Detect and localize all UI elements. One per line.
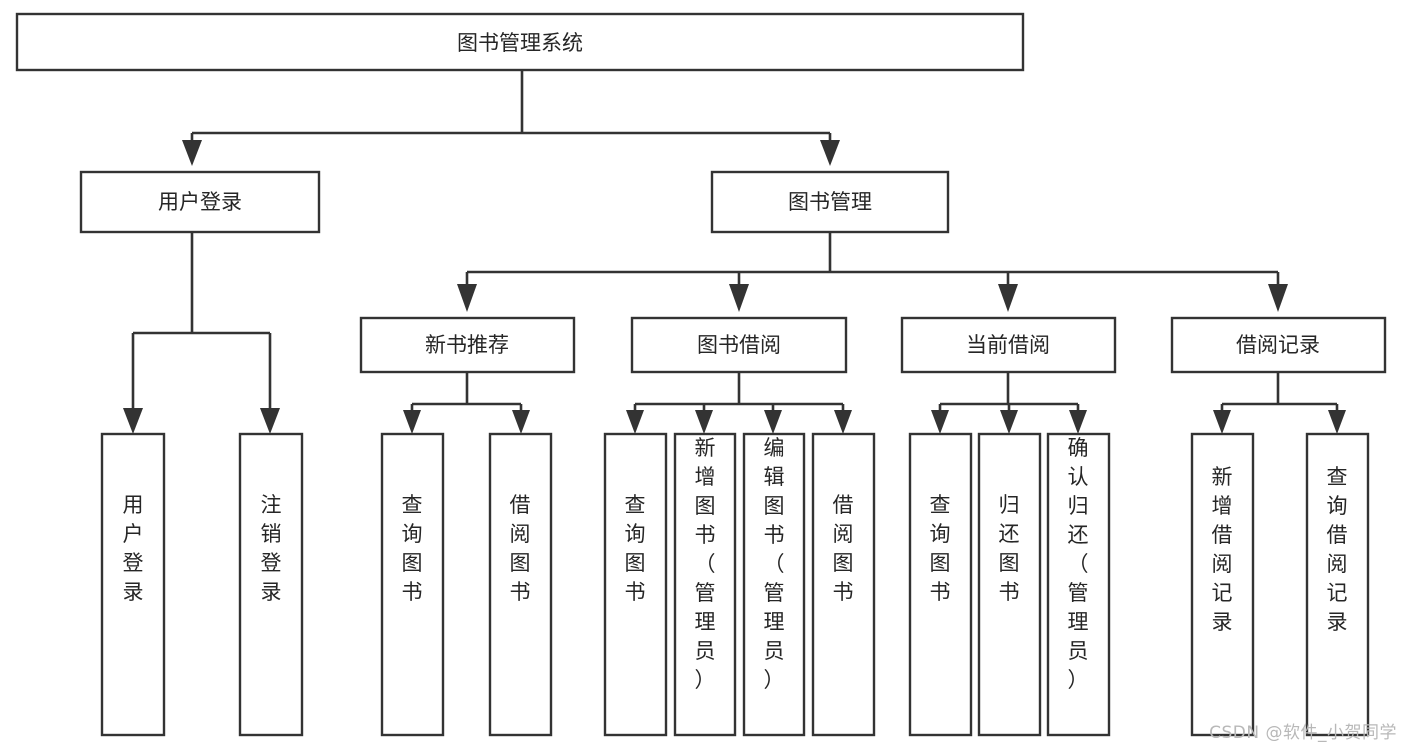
leaf-user-logout-box[interactable] [238, 432, 304, 737]
leaf-user-logout-label: 注销登录 [261, 493, 282, 604]
arrowhead-leaf-query-book-3 [931, 410, 949, 434]
leaf-borrow-book-2[interactable]: 借阅图书 [811, 432, 876, 737]
leaf-return-book-box[interactable] [977, 432, 1042, 737]
node-current-borrow[interactable]: 当前借阅 [900, 316, 1117, 374]
arrowhead-new-book-recommend [457, 284, 477, 312]
leaf-add-record[interactable]: 新增借阅记录 [1190, 432, 1255, 737]
leaf-query-record-label: 查询借阅记录 [1327, 465, 1348, 634]
node-book-borrow-box[interactable] [630, 316, 848, 374]
leaf-borrow-book-1-box[interactable] [488, 432, 553, 737]
leaf-return-book-label: 归还图书 [999, 493, 1020, 604]
leaf-query-book-1-label: 查询图书 [402, 493, 423, 604]
leaf-query-book-3-label: 查询图书 [930, 493, 951, 604]
node-borrow-record[interactable]: 借阅记录 [1170, 316, 1387, 374]
leaf-query-record-box[interactable] [1305, 432, 1370, 737]
leaf-edit-book[interactable]: 编辑图书（管理员） [742, 432, 806, 737]
node-book-management-label: 图书管理 [788, 190, 872, 214]
arrowheads-group [123, 140, 1346, 434]
arrowhead-leaf-borrow-book-2 [834, 410, 852, 434]
arrowhead-leaf-return-book [1000, 410, 1018, 434]
leaf-borrow-book-2-label: 借阅图书 [833, 493, 854, 604]
leaf-add-book-label: 新增图书（管理员） [695, 436, 716, 692]
leaf-query-book-2-box[interactable] [603, 432, 668, 737]
node-new-book-recommend-box[interactable] [359, 316, 576, 374]
leaf-query-book-1-box[interactable] [380, 432, 445, 737]
arrowhead-leaf-add-book [695, 410, 713, 434]
leaf-query-book-1[interactable]: 查询图书 [380, 432, 445, 737]
arrowhead-leaf-borrow-book-1 [512, 410, 530, 434]
arrowhead-current-borrow [998, 284, 1018, 312]
node-user-login-label: 用户登录 [158, 190, 242, 214]
node-borrow-record-box[interactable] [1170, 316, 1387, 374]
leaf-user-login-label: 用户登录 [123, 493, 144, 604]
leaf-user-login-box[interactable] [100, 432, 166, 737]
node-current-borrow-label: 当前借阅 [966, 333, 1050, 357]
arrowhead-book-borrow [729, 284, 749, 312]
leaf-add-book-box[interactable] [673, 432, 737, 737]
leaf-user-logout[interactable]: 注销登录 [238, 432, 304, 737]
leaf-borrow-book-2-box[interactable] [811, 432, 876, 737]
node-book-borrow-label: 图书借阅 [697, 333, 781, 357]
node-user-login-box[interactable] [79, 170, 321, 234]
node-root-box[interactable] [15, 12, 1025, 72]
leaf-add-record-label: 新增借阅记录 [1212, 465, 1233, 634]
node-root-label: 图书管理系统 [457, 31, 583, 55]
arrowhead-leaf-user-login [123, 408, 143, 434]
arrowhead-leaf-edit-book [764, 410, 782, 434]
arrowhead-leaf-user-logout [260, 408, 280, 434]
node-book-management[interactable]: 图书管理 [710, 170, 950, 234]
leaf-add-book[interactable]: 新增图书（管理员） [673, 432, 737, 737]
leaf-query-book-3[interactable]: 查询图书 [908, 432, 973, 737]
node-book-management-box[interactable] [710, 170, 950, 234]
arrowhead-user-login [182, 140, 202, 166]
leaf-edit-book-label: 编辑图书（管理员） [764, 436, 785, 692]
leaf-confirm-return-label: 确认归还（管理员） [1068, 436, 1089, 692]
leaf-confirm-return-box[interactable] [1046, 432, 1111, 737]
node-user-login[interactable]: 用户登录 [79, 170, 321, 234]
leaf-confirm-return[interactable]: 确认归还（管理员） [1046, 432, 1111, 737]
arrowhead-book-management [820, 140, 840, 166]
arrowhead-leaf-query-book-1 [403, 410, 421, 434]
node-root[interactable]: 图书管理系统 [15, 12, 1025, 72]
node-book-borrow[interactable]: 图书借阅 [630, 316, 848, 374]
node-new-book-recommend-label: 新书推荐 [425, 333, 509, 357]
arrowhead-leaf-query-book-2 [626, 410, 644, 434]
arrowhead-leaf-confirm-return [1069, 410, 1087, 434]
leaf-edit-book-box[interactable] [742, 432, 806, 737]
leaf-return-book[interactable]: 归还图书 [977, 432, 1042, 737]
node-current-borrow-box[interactable] [900, 316, 1117, 374]
arrowhead-leaf-query-record [1328, 410, 1346, 434]
leaf-add-record-box[interactable] [1190, 432, 1255, 737]
leaf-query-record[interactable]: 查询借阅记录 [1305, 432, 1370, 737]
leaf-query-book-2[interactable]: 查询图书 [603, 432, 668, 737]
leaf-query-book-3-box[interactable] [908, 432, 973, 737]
arrowhead-leaf-add-record [1213, 410, 1231, 434]
arrowhead-borrow-record [1268, 284, 1288, 312]
leaf-user-login[interactable]: 用户登录 [100, 432, 166, 737]
node-borrow-record-label: 借阅记录 [1236, 333, 1320, 357]
leaf-borrow-book-1-label: 借阅图书 [510, 493, 531, 604]
leaf-borrow-book-1[interactable]: 借阅图书 [488, 432, 553, 737]
leaf-query-book-2-label: 查询图书 [625, 493, 646, 604]
node-new-book-recommend[interactable]: 新书推荐 [359, 316, 576, 374]
